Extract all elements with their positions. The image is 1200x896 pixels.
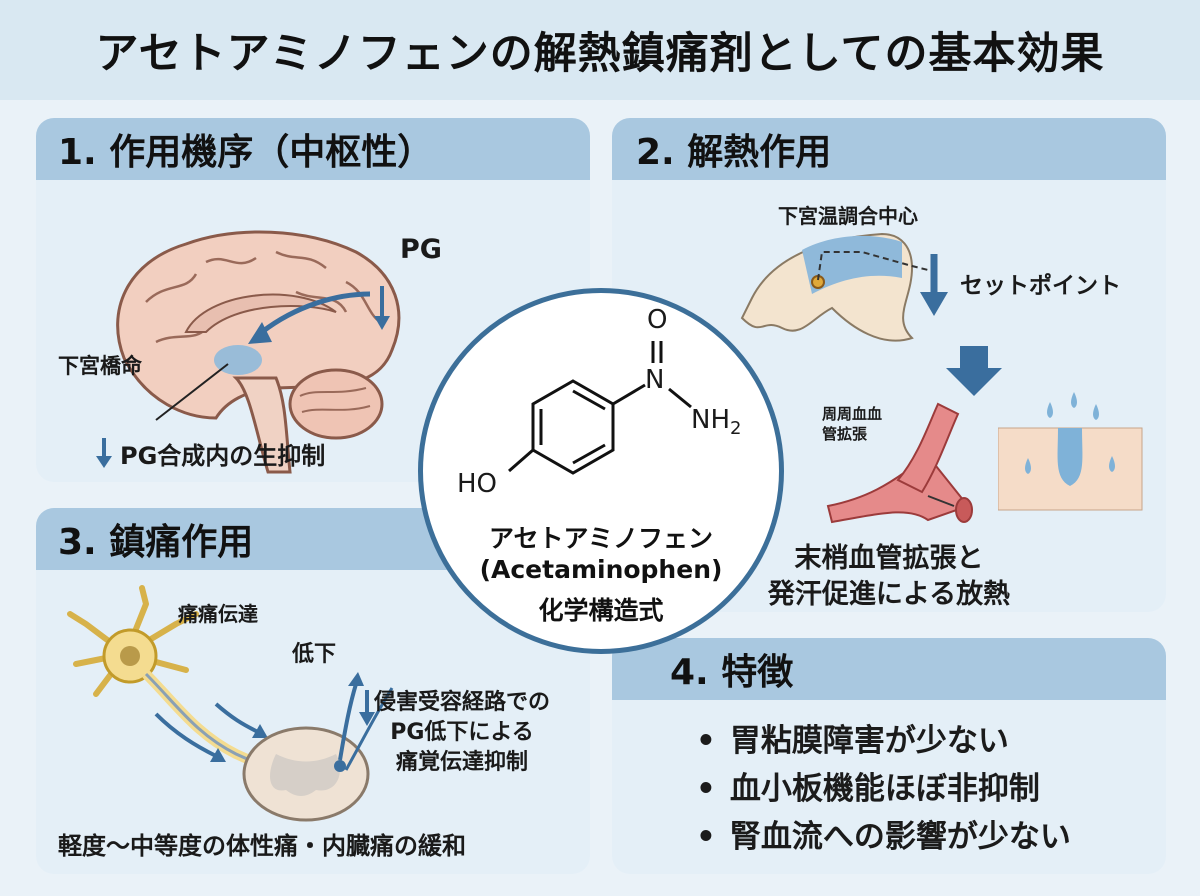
- benzene-inner-bond-1: [572, 389, 606, 411]
- drug-name-en: (Acetaminophen): [479, 555, 723, 584]
- panel-features: 4. 特徴 胃粘膜障害が少ない 血小板機能ほぼ非抑制 腎血流への影響が少ない: [612, 638, 1166, 874]
- pathway-down-arrow: [359, 690, 375, 726]
- signal-arrow-1-head: [252, 724, 268, 738]
- spinal-gray-matter: [270, 754, 340, 796]
- chemical-structure-circle: O N NH2 HO アセトアミノフェン (Acetaminophen) 化学構…: [418, 288, 784, 654]
- signal-arrow-2-head: [210, 748, 226, 762]
- atom-ho: HO: [457, 469, 498, 499]
- atom-nh2-subscript: 2: [730, 418, 742, 440]
- mechanism-caption: PG合成内の生抑制: [120, 442, 326, 470]
- analgesic-caption: 軽度〜中等度の体性痛・内臓痛の緩和: [58, 832, 466, 860]
- thermoregulatory-center-label: 下宮温調合中心: [778, 204, 918, 228]
- signal-arrow-2: [154, 712, 217, 758]
- atom-nh2: NH2: [691, 405, 741, 439]
- brain-illustration: [116, 230, 401, 474]
- pg-label: PG: [400, 234, 442, 265]
- sweat-illustration: [998, 392, 1143, 511]
- setpoint-label: セットポイント: [960, 273, 1121, 299]
- vessel-opening: [955, 497, 973, 523]
- atom-o: O: [647, 305, 668, 335]
- antipyretic-caption-line1: 末梢血管拡張と: [794, 543, 984, 574]
- sweat-drop-1: [1025, 458, 1031, 474]
- page-title: アセトアミノフェンの解熱鎮痛剤としての基本効果: [95, 29, 1105, 79]
- pg-curved-arrow: [260, 291, 371, 334]
- decrease-arrow: [338, 683, 358, 761]
- corpus-callosum: [184, 293, 337, 333]
- hypothalamus-label: 下宮橋命: [58, 354, 142, 378]
- decrease-arrow-head: [348, 672, 364, 686]
- bond-n-nh2: [668, 387, 692, 409]
- vessel-branch: [896, 402, 960, 494]
- neuron-nucleus: [120, 646, 140, 666]
- caption-down-arrow-icon: [96, 438, 112, 468]
- structure-diagram: [508, 341, 692, 475]
- neuron-illustration: [67, 585, 394, 822]
- decrease-label: 低下: [292, 642, 337, 667]
- benzene-ring: [531, 379, 615, 475]
- cerebellum: [288, 368, 384, 440]
- vessel-label: 周周血血 管拡張: [822, 404, 882, 444]
- atom-n: N: [645, 365, 665, 395]
- benzene-inner-bond-2: [572, 443, 606, 465]
- vessel-label-line2: 管拡張: [822, 425, 868, 443]
- blood-vessel-illustration: [826, 402, 973, 524]
- signal-arrow-1: [214, 702, 259, 734]
- sweat-gland: [1057, 428, 1083, 486]
- setpoint-dashed-line: [817, 251, 929, 281]
- pain-transmission-label: 痛痛伝達: [178, 602, 258, 626]
- cerebellum-folds: [299, 387, 371, 413]
- pathway-text-line2: PG低下による: [390, 720, 534, 745]
- sweat-splash-1: [1047, 402, 1053, 418]
- pg-down-arrow-head: [374, 316, 390, 330]
- pathway-text-line3: 痛覚伝達抑制: [396, 750, 529, 775]
- synapse-dot: [334, 760, 346, 772]
- feature-item: 胃粘膜障害が少ない: [696, 722, 1071, 760]
- feature-list: 胃粘膜障害が少ない 血小板機能ほぼ非抑制 腎血流への影響が少ない: [696, 722, 1071, 866]
- hypothalamus-blue-region: [802, 235, 902, 294]
- drug-name-jp: アセトアミノフェン: [488, 524, 713, 553]
- hypothalamus-pointer: [155, 363, 229, 421]
- vessel-flow-arrow: [927, 495, 955, 507]
- vessel-main: [826, 454, 970, 524]
- panel-mechanism-heading: 1. 作用機序（中枢性）: [36, 118, 590, 180]
- hypothalamus-illustration: [740, 232, 929, 342]
- brain-folds: [145, 250, 381, 344]
- hypothalamus-highlight: [214, 345, 262, 375]
- bond-ring-to-oh: [508, 448, 534, 473]
- vessel-label-line1: 周周血血: [822, 405, 883, 423]
- feature-item: 血小板機能ほぼ非抑制: [696, 770, 1071, 808]
- panel-features-heading: 4. 特徴: [612, 638, 1166, 700]
- feature-item: 腎血流への影響が少ない: [696, 818, 1071, 856]
- sweat-drop-2: [1109, 456, 1115, 472]
- brainstem: [232, 376, 292, 474]
- panel-antipyretic-heading: 2. 解熱作用: [612, 118, 1166, 180]
- antipyretic-caption-line2: 発汗促進による放熱: [767, 579, 1011, 610]
- bond-ring-to-n: [612, 383, 646, 406]
- pathway-text: 侵害受容経路での PG低下による 痛覚伝達抑制: [374, 688, 550, 778]
- descending-pathway: [344, 687, 394, 771]
- sweat-splash-2: [1071, 392, 1077, 408]
- sweat-splash-3: [1093, 404, 1099, 420]
- process-down-arrow: [946, 346, 1002, 396]
- pathway-text-line1: 侵害受容経路での: [374, 690, 551, 715]
- panel-mechanism: 1. 作用機序（中枢性） PG 下宮橋命 PG合成内の生抑制: [36, 118, 590, 482]
- structure-subtitle: 化学構造式: [538, 596, 664, 625]
- setpoint-down-arrow: [920, 254, 948, 316]
- atom-nh: NH: [691, 405, 730, 435]
- title-bar: アセトアミノフェンの解熱鎮痛剤としての基本効果: [0, 0, 1200, 100]
- pg-curved-arrow-head: [248, 322, 272, 344]
